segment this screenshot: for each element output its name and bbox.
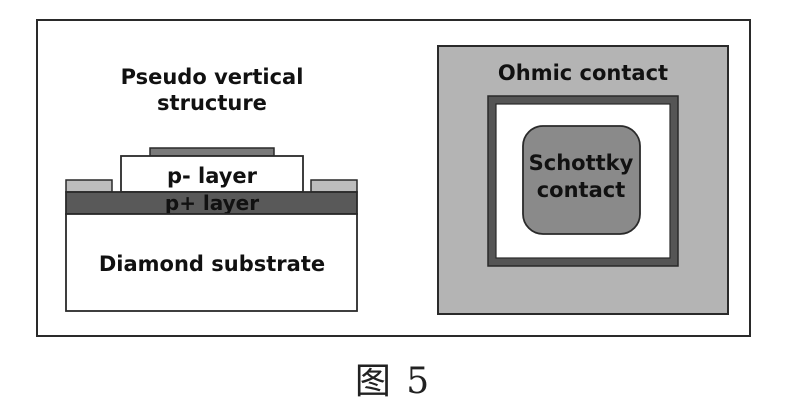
top-schottky-contact	[149, 147, 275, 157]
substrate-label: Diamond substrate	[99, 252, 325, 276]
schottky-label-line2: contact	[537, 178, 626, 202]
p-plus-label: p+ layer	[165, 191, 259, 215]
left-ohmic-contact	[65, 179, 113, 193]
right-ohmic-contact	[310, 179, 358, 193]
p-minus-label: p- layer	[167, 164, 258, 188]
figure-frame	[36, 19, 751, 337]
schottky-contact-pad	[522, 125, 641, 235]
left-title-line2: structure	[157, 91, 267, 115]
schottky-label-line1: Schottky	[529, 151, 634, 175]
figure-caption: 图 5	[354, 361, 432, 402]
ohmic-label: Ohmic contact	[498, 61, 668, 85]
diamond-substrate	[65, 213, 358, 312]
p-minus-layer	[120, 155, 304, 193]
left-title-line1: Pseudo vertical	[121, 65, 304, 89]
